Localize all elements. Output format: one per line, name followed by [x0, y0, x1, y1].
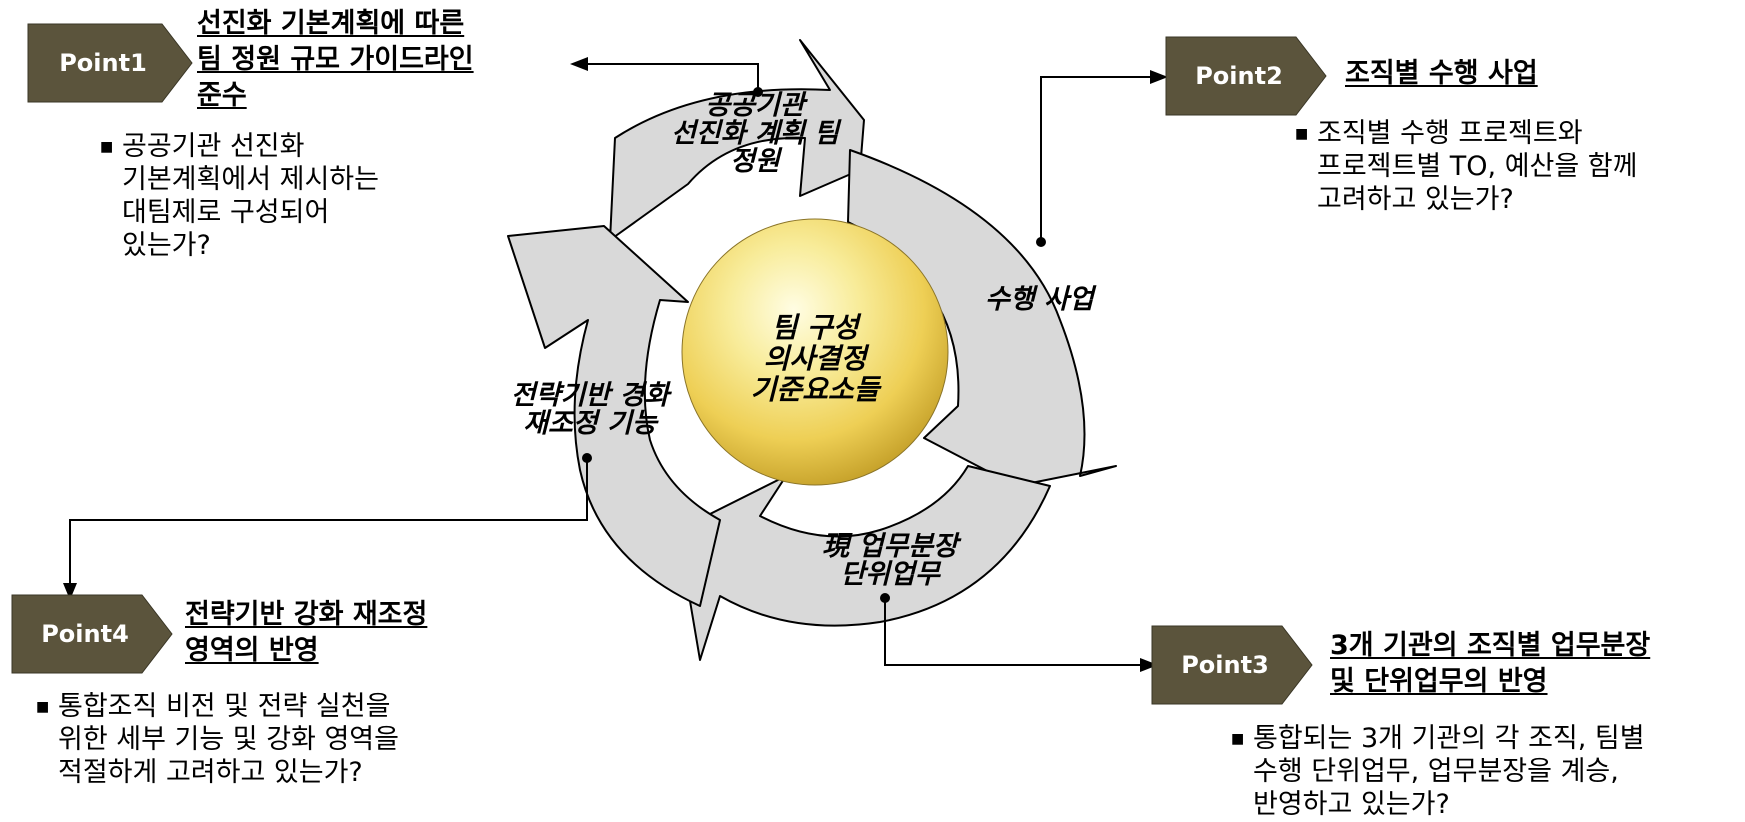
center-sphere — [681, 218, 949, 486]
connector-arrowheads — [63, 57, 1168, 672]
point3-title: 3개 기관의 조직별 업무분장 및 단위업무의 반영 — [1330, 630, 1651, 697]
cycle-label-right: 수행 사업 — [985, 284, 1094, 315]
center-label: 팀 구성 의사결정 기준요소들 — [750, 311, 880, 406]
point1-description: 공공기관 선진화 기본계획에서 제시하는 대팀제로 구성되어 있는가? — [100, 130, 379, 262]
connector-dots — [582, 87, 1046, 603]
cycle-arrow-top — [609, 39, 865, 241]
cycle-arrow-bottom — [677, 465, 1051, 661]
point1-badge: Point1 — [59, 49, 147, 77]
cycle-label-left: 전략기반 경화 재조정 기능 — [510, 380, 670, 439]
point2-badge: Point2 — [1195, 62, 1283, 90]
point4-description: 통합조직 비전 및 전략 실천을 위한 세부 기능 및 강화 영역을 적절하게 … — [36, 690, 399, 789]
point2-description: 조직별 수행 프로젝트와 프로젝트별 TO, 예산을 함께 고려하고 있는가? — [1295, 117, 1637, 216]
cycle-arrow-left — [507, 225, 721, 607]
point4-title: 전략기반 강화 재조정 영역의 반영 — [185, 599, 428, 666]
bullet-icon — [1295, 118, 1308, 151]
point1-title: 선진화 기본계획에 따른 팀 정원 규모 가이드라인 준수 — [197, 8, 474, 111]
badge-shapes — [11, 23, 1327, 705]
point3-badge: Point3 — [1181, 651, 1269, 679]
point4-badge: Point4 — [41, 620, 129, 648]
bullet-icon — [36, 691, 49, 724]
bullet-icon — [1231, 723, 1244, 756]
cycle-label-top: 공공기관 선진화 계획 팀 정원 — [671, 90, 839, 177]
cycle-label-bottom: 現 업무분장 단위업무 — [822, 531, 958, 590]
bullet-icon — [100, 131, 113, 164]
point2-title: 조직별 수행 사업 — [1345, 58, 1538, 89]
point3-description: 통합되는 3개 기관의 각 조직, 팀별 수행 단위업무, 업무분장을 계승, … — [1231, 722, 1645, 821]
connector-lines — [69, 63, 1150, 666]
